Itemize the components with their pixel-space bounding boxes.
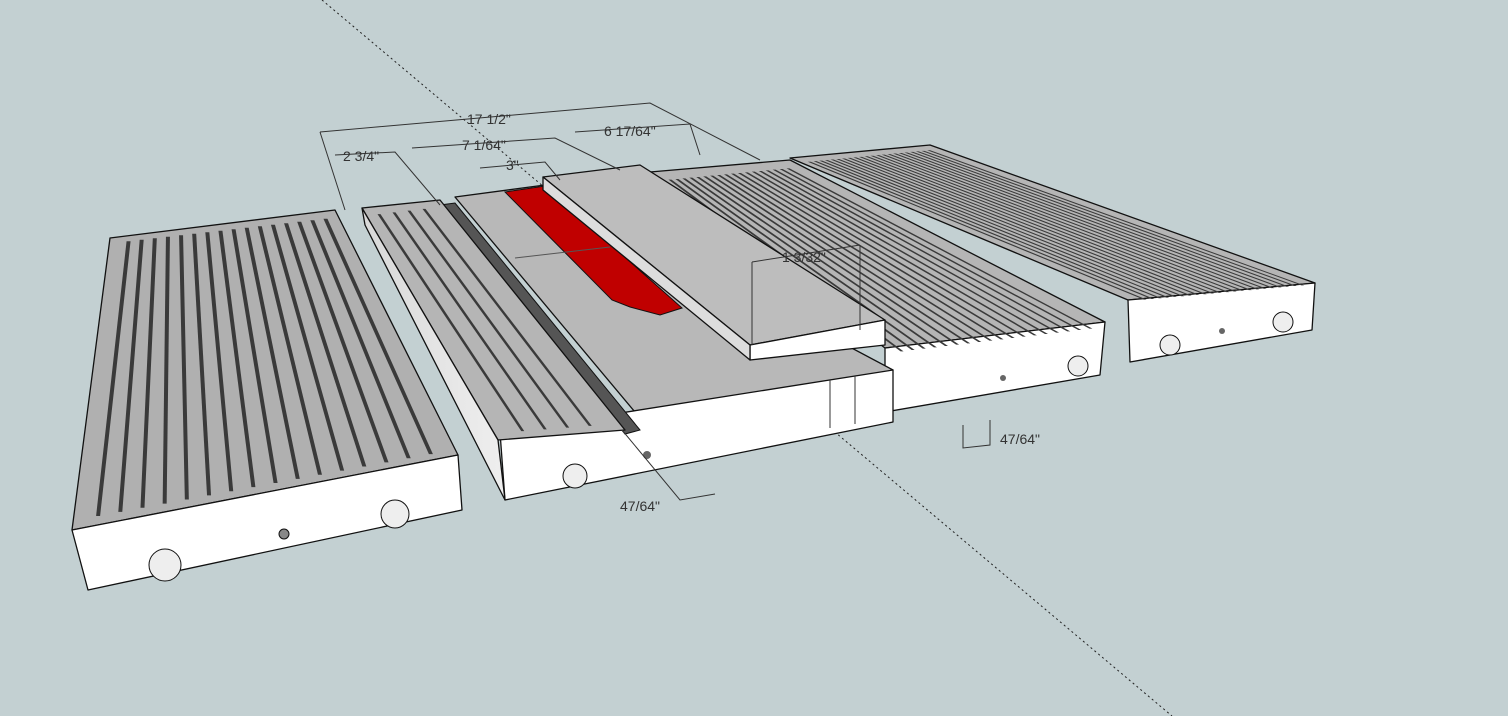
dim-left-wing-offset: 2 3/4"	[343, 148, 379, 164]
slot	[703, 176, 960, 345]
slot	[284, 223, 367, 467]
hole	[643, 451, 651, 459]
slot	[898, 153, 1267, 289]
slot	[870, 155, 1230, 293]
slot	[737, 173, 1015, 338]
left-table-section	[361, 199, 626, 501]
slot	[824, 160, 1170, 298]
slot	[836, 159, 1185, 297]
hole	[1219, 328, 1225, 334]
slot	[323, 218, 433, 455]
slot	[218, 230, 256, 488]
knob	[1159, 334, 1181, 356]
slot	[407, 210, 570, 428]
slot	[921, 150, 1297, 287]
slot	[689, 177, 937, 348]
hole	[278, 528, 290, 540]
slot	[779, 169, 1082, 330]
knob	[148, 548, 182, 582]
slot	[887, 154, 1252, 291]
slot	[422, 208, 592, 426]
slot	[297, 221, 389, 463]
slot	[192, 233, 212, 496]
right-wing-slots	[807, 150, 1305, 300]
dim-fence-height: 1 3/32"	[782, 249, 826, 265]
slot	[864, 156, 1222, 293]
slot	[310, 220, 411, 459]
slot	[927, 150, 1305, 286]
hole	[1000, 375, 1006, 381]
slot	[257, 226, 322, 475]
slot	[765, 170, 1060, 333]
slot	[179, 235, 189, 500]
slot	[847, 157, 1200, 295]
main-saw-table	[439, 164, 894, 501]
knob	[380, 499, 410, 529]
slot	[682, 178, 926, 349]
slot	[205, 232, 234, 492]
slot	[758, 171, 1048, 334]
slot	[717, 175, 982, 342]
slot	[841, 158, 1192, 296]
slot	[162, 236, 170, 504]
dim-overall-width: 17 1/2"	[467, 111, 511, 127]
slot	[751, 171, 1037, 336]
slot	[904, 152, 1275, 289]
dim-gap-left: 47/64"	[620, 498, 660, 514]
slot	[807, 161, 1147, 300]
slot	[772, 169, 1071, 332]
slot	[853, 157, 1207, 295]
slot	[876, 155, 1237, 292]
slot	[910, 151, 1282, 288]
dim-blade-to-fence: 7 1/64"	[462, 137, 506, 153]
slot	[724, 174, 993, 341]
left-section-slots	[377, 208, 592, 432]
slot	[893, 153, 1260, 290]
dim-gap-right: 47/64"	[1000, 431, 1040, 447]
slot	[140, 238, 157, 508]
slot	[270, 224, 345, 471]
slot	[96, 241, 131, 516]
dim-right-offset: 6 17/64"	[604, 123, 656, 139]
slot	[118, 239, 144, 512]
slot	[710, 175, 971, 344]
slot	[881, 154, 1245, 291]
knob	[562, 463, 588, 489]
slot	[819, 160, 1162, 299]
slot	[392, 212, 547, 430]
right-extension-wing	[789, 144, 1316, 363]
slot	[744, 172, 1026, 337]
slot	[813, 161, 1155, 299]
slot	[730, 173, 1004, 340]
slot	[858, 156, 1215, 294]
knob	[1067, 355, 1089, 377]
left-extension-wing	[71, 209, 463, 591]
slot	[377, 214, 525, 432]
slot	[915, 151, 1290, 287]
knob	[1272, 311, 1294, 333]
left-wing-slots	[96, 218, 433, 516]
dim-insert-width: 3"	[506, 157, 519, 173]
slot	[231, 229, 278, 483]
dimension-annotations: 17 1/2" 2 3/4" 7 1/64" 3" 6 17/64" 1 3/3…	[319, 102, 1040, 514]
slot	[830, 159, 1177, 297]
slot	[786, 168, 1093, 329]
slot	[696, 177, 948, 346]
slot	[244, 227, 300, 479]
